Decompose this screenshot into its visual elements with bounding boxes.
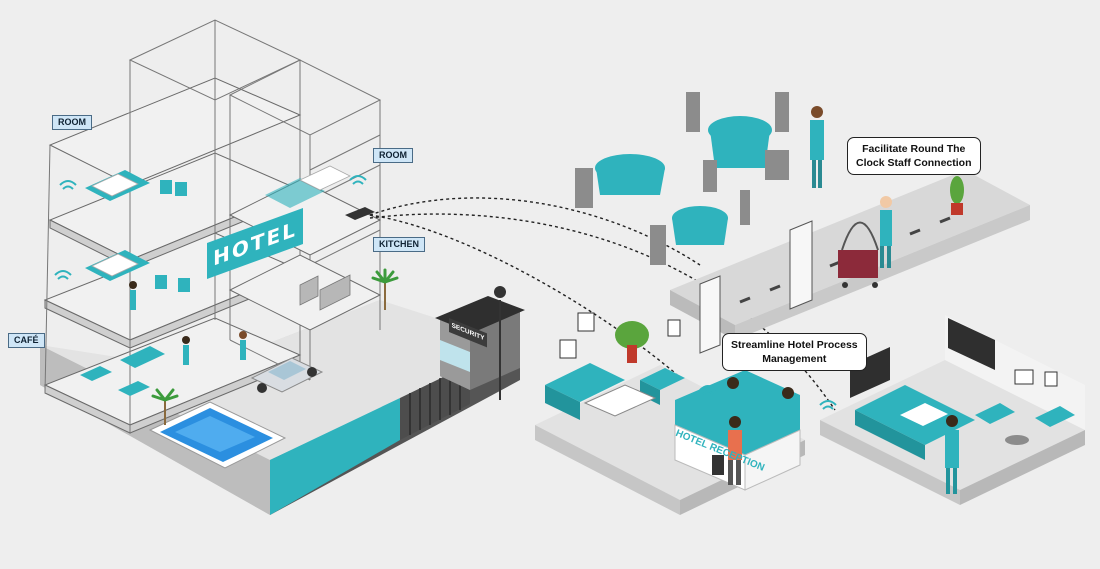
room-label: ROOM bbox=[52, 115, 92, 130]
security-camera-icon bbox=[494, 286, 506, 400]
staff-connection-callout: Facilitate Round The Clock Staff Connect… bbox=[847, 137, 981, 175]
cafe-label: CAFÉ bbox=[8, 333, 45, 348]
room-label-right: ROOM bbox=[373, 148, 413, 163]
kitchen-label: KITCHEN bbox=[373, 237, 425, 252]
restaurant-area bbox=[575, 92, 1030, 354]
car bbox=[250, 357, 324, 393]
staff-connection-line-2: Clock Staff Connection bbox=[856, 157, 972, 169]
palm-tree-icon bbox=[151, 268, 399, 425]
hotel-building bbox=[40, 19, 525, 515]
lobby-area bbox=[535, 312, 837, 515]
hotel-process-line-1: Streamline Hotel Process bbox=[731, 339, 858, 351]
guest-room bbox=[820, 315, 1085, 505]
hotel-process-callout: Streamline Hotel Process Management bbox=[722, 333, 867, 371]
hotel-process-line-2: Management bbox=[762, 353, 827, 365]
picture-frame-icon bbox=[559, 312, 681, 359]
staff-connection-line-1: Facilitate Round The bbox=[862, 143, 966, 155]
wifi-icon bbox=[54, 175, 367, 280]
plant-icon bbox=[950, 176, 964, 215]
wifi-icon bbox=[699, 385, 837, 410]
